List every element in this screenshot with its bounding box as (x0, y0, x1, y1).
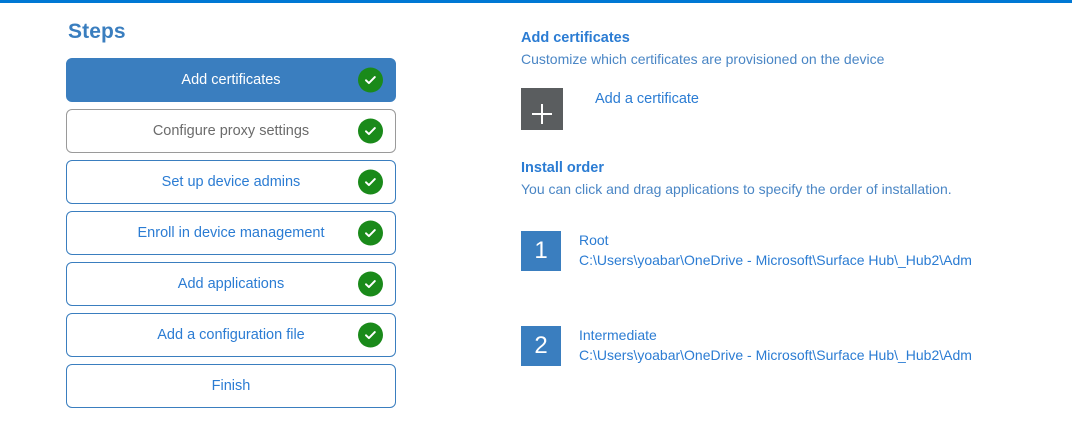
plus-icon[interactable] (521, 88, 563, 130)
step-item-add-applications[interactable]: Add applications (66, 262, 396, 306)
step-label: Enroll in device management (137, 225, 325, 241)
check-circle-icon (358, 271, 383, 297)
install-item-name: Intermediate (579, 327, 657, 343)
step-label: Add certificates (181, 72, 281, 88)
step-item-set-up-device-admins[interactable]: Set up device admins (66, 160, 396, 204)
check-circle-icon (358, 67, 383, 93)
install-order-description: You can click and drag applications to s… (521, 181, 952, 197)
install-order-title: Install order (521, 160, 604, 176)
step-item-add-a-configuration-file[interactable]: Add a configuration file (66, 313, 396, 357)
steps-panel: Steps Add certificates Configure proxy s… (66, 20, 396, 415)
check-circle-icon (358, 220, 383, 246)
add-certificate-row: Add a certificate (521, 88, 1051, 130)
step-label: Add applications (177, 276, 285, 292)
install-order-list: 1 Root C:\Users\yoabar\OneDrive - Micros… (521, 231, 1051, 366)
install-order-section: Install order You can click and drag app… (521, 160, 1051, 366)
content-panel: Add certificates Customize which certifi… (521, 30, 1051, 421)
install-item-path: C:\Users\yoabar\OneDrive - Microsoft\Sur… (579, 252, 972, 268)
install-order-item[interactable]: 2 Intermediate C:\Users\yoabar\OneDrive … (521, 326, 1051, 366)
install-order-item[interactable]: 1 Root C:\Users\yoabar\OneDrive - Micros… (521, 231, 1051, 271)
step-label: Finish (211, 378, 251, 394)
install-item-path: C:\Users\yoabar\OneDrive - Microsoft\Sur… (579, 347, 972, 363)
check-circle-icon (358, 169, 383, 195)
order-number-badge: 2 (521, 326, 561, 366)
step-label: Configure proxy settings (152, 123, 310, 139)
step-list: Add certificates Configure proxy setting… (66, 58, 396, 415)
step-label: Set up device admins (161, 174, 301, 190)
step-item-finish[interactable]: Finish (66, 364, 396, 408)
install-item-text: Intermediate C:\Users\yoabar\OneDrive - … (579, 326, 972, 366)
order-number-badge: 1 (521, 231, 561, 271)
page-subtitle: Customize which certificates are provisi… (521, 51, 885, 67)
step-item-enroll-in-device-management[interactable]: Enroll in device management (66, 211, 396, 255)
page-title: Add certificates (521, 30, 630, 46)
step-item-add-certificates[interactable]: Add certificates (66, 58, 396, 102)
steps-heading: Steps (68, 20, 126, 43)
install-item-name: Root (579, 232, 609, 248)
add-certificate-link[interactable]: Add a certificate (595, 91, 699, 107)
top-accent-bar (0, 0, 1072, 3)
check-circle-icon (358, 322, 383, 348)
step-item-configure-proxy-settings[interactable]: Configure proxy settings (66, 109, 396, 153)
check-circle-icon (358, 118, 383, 144)
step-label: Add a configuration file (157, 327, 305, 343)
install-item-text: Root C:\Users\yoabar\OneDrive - Microsof… (579, 231, 972, 271)
